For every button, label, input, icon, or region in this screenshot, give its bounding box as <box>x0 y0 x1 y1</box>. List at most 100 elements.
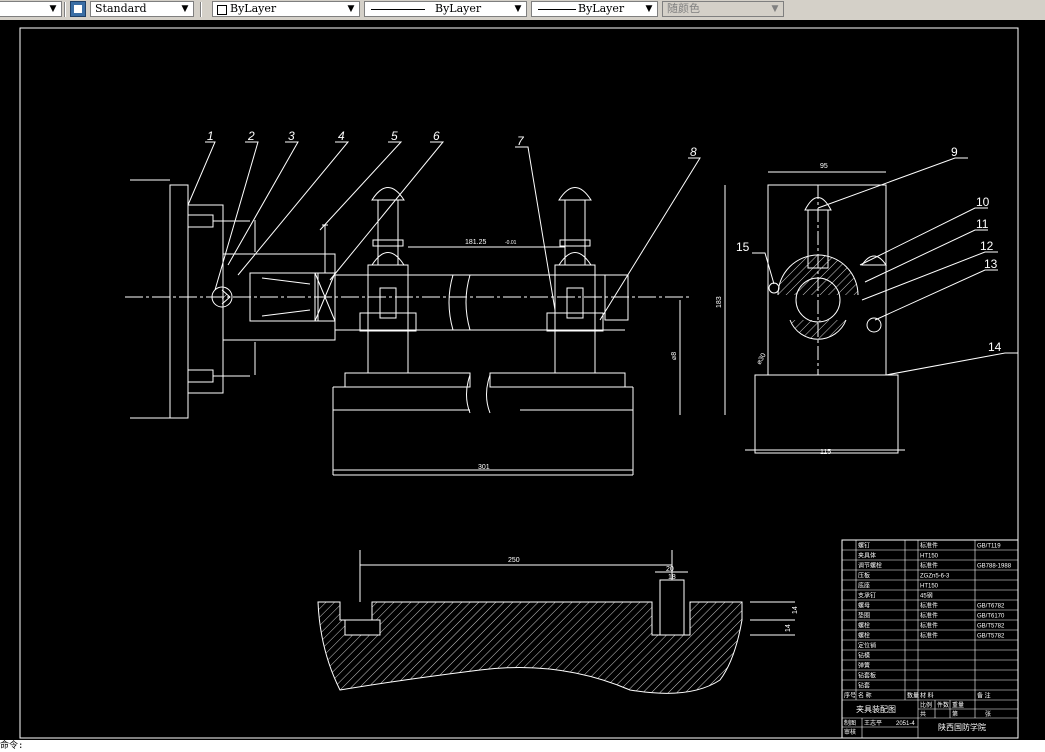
properties-toolbar: ▼ Standard ▼ ByLayer ▼ ByLayer ▼ ByLayer… <box>0 0 1045 21</box>
drawing-svg: 1 2 3 4 5 6 7 8 181.25 -0.01 301 ⌀8 <box>19 27 1019 739</box>
chevron-down-icon: ▼ <box>771 4 779 14</box>
balloon-13: 13 <box>984 257 998 271</box>
dim-20: 20 <box>666 566 674 573</box>
balloon-2: 2 <box>247 129 255 143</box>
dim-181-tol: -0.01 <box>505 240 517 246</box>
bom-cell: 弹簧 <box>858 662 870 670</box>
bom-cell: GB/T119 <box>977 544 1001 550</box>
bom-cell: HT150 <box>920 554 939 560</box>
bom-cell: 45钢 <box>920 592 933 600</box>
bom-sub-label: 共 <box>920 710 926 718</box>
linetype-dropdown[interactable]: ByLayer ▼ <box>364 1 527 17</box>
dim-95: 95 <box>820 163 828 170</box>
dim-250: 250 <box>508 557 520 564</box>
toolbar-separator <box>64 2 66 17</box>
command-prompt: 命令: <box>0 741 24 751</box>
dim-115: 115 <box>820 449 831 456</box>
chevron-down-icon: ▼ <box>181 4 189 14</box>
previous-dropdown[interactable]: ▼ <box>0 1 62 17</box>
layer-value: ByLayer <box>230 2 277 15</box>
bom-cell: GB788-1988 <box>977 564 1012 570</box>
lineweight-dropdown[interactable]: ByLayer ▼ <box>531 1 658 17</box>
balloon-9: 9 <box>951 145 958 159</box>
balloon-3: 3 <box>288 129 295 143</box>
chevron-down-icon: ▼ <box>49 4 57 14</box>
color-swatch-icon <box>217 5 227 15</box>
side-view <box>724 171 905 454</box>
balloon-1: 1 <box>207 129 214 143</box>
text-style-value: Standard <box>95 2 147 15</box>
plot-style-dropdown[interactable]: 随颜色 ▼ <box>662 1 784 17</box>
bom-cell: GB/T6782 <box>977 604 1005 610</box>
dim-diameter-right: ⌀30 <box>756 352 768 366</box>
dim-181: 181.25 <box>465 239 487 246</box>
bom-header-cell: 数量 <box>907 692 919 700</box>
balloon-6: 6 <box>433 129 440 143</box>
bom-school: 陕西国防学院 <box>938 722 986 732</box>
bom-cell: HT150 <box>920 584 939 590</box>
bom-cell: 夹具体 <box>858 552 876 560</box>
balloon-12: 12 <box>980 239 994 253</box>
balloon-15: 15 <box>736 240 750 254</box>
bom-cell: 螺栓 <box>858 622 870 630</box>
toolbar-separator <box>200 2 202 17</box>
balloon-10: 10 <box>976 195 990 209</box>
bom-footer-label: 制图 <box>844 719 856 727</box>
bom-header-cell: 备 注 <box>977 692 991 700</box>
balloon-11: 11 <box>976 217 989 231</box>
bom-cell: 标准件 <box>920 632 938 640</box>
chevron-down-icon: ▼ <box>347 4 355 14</box>
bom-sub-label: 件数 <box>937 701 949 709</box>
bom-header-cell: 序号 <box>844 692 856 700</box>
balloon-labels-front: 1 2 3 4 5 6 7 8 <box>207 129 697 159</box>
bom-sub-label: 张 <box>985 710 991 718</box>
dim-18: 18 <box>668 574 676 581</box>
linetype-value: ByLayer <box>435 2 482 15</box>
side-dims: 95 183 115 ⌀30 <box>716 163 831 456</box>
dim-14b: 14 <box>785 624 792 632</box>
dim-183: 183 <box>716 296 723 308</box>
balloon-8: 8 <box>690 145 697 159</box>
bom-drawing-no: 2051-4 <box>896 721 915 727</box>
balloon-7: 7 <box>517 134 525 148</box>
bom-sub-label: 重量 <box>952 701 964 709</box>
bom-cell: 钻模 <box>858 652 870 660</box>
lineweight-preview-icon <box>538 9 576 10</box>
bom-cell: 标准件 <box>920 542 938 550</box>
section-view <box>317 550 795 694</box>
bom-cell: 钻套板 <box>858 672 876 680</box>
command-line[interactable]: 命令: <box>0 740 1045 752</box>
balloon-14: 14 <box>988 340 1002 354</box>
bom-cell: 标准件 <box>920 562 938 570</box>
bom-footer-label: 审核 <box>844 728 856 736</box>
balloon-leaders-front <box>187 141 701 321</box>
dim-301: 301 <box>478 464 490 471</box>
text-style-dropdown[interactable]: Standard ▼ <box>90 1 194 17</box>
bom-cell: GB/T5782 <box>977 634 1005 640</box>
balloon-5: 5 <box>391 129 398 143</box>
text-style-icon[interactable] <box>70 1 86 17</box>
linetype-preview-icon <box>371 9 425 10</box>
bom-cell: 垫圈 <box>858 612 870 620</box>
bom-cell: 螺母 <box>858 602 870 610</box>
bom-cell: GB/T6170 <box>977 614 1005 620</box>
chevron-down-icon: ▼ <box>514 4 522 14</box>
balloon-leaders-side <box>752 157 1018 376</box>
bom-cell: 支承钉 <box>858 592 876 600</box>
bom-title: 夹具装配图 <box>856 704 896 714</box>
chevron-down-icon: ▼ <box>645 4 653 14</box>
drawing-canvas[interactable]: 1 2 3 4 5 6 7 8 181.25 -0.01 301 ⌀8 <box>0 20 1045 740</box>
bom-header-cell: 名 称 <box>858 692 872 700</box>
bom-cell: 标准件 <box>920 622 938 630</box>
bom-cell: 标准件 <box>920 612 938 620</box>
bom-cell: 底座 <box>858 582 870 590</box>
bom-header-cell: 材 料 <box>920 692 934 700</box>
bom-cell: 钻套 <box>858 682 870 690</box>
balloon-labels-side: 9 10 11 12 13 14 15 <box>736 145 1002 354</box>
layer-color-dropdown[interactable]: ByLayer ▼ <box>212 1 360 17</box>
dim-diameter-left: ⌀8 <box>671 352 678 360</box>
balloon-4: 4 <box>338 129 345 143</box>
lineweight-value: ByLayer <box>578 2 625 15</box>
bom-sub-label: 比例 <box>920 701 932 709</box>
